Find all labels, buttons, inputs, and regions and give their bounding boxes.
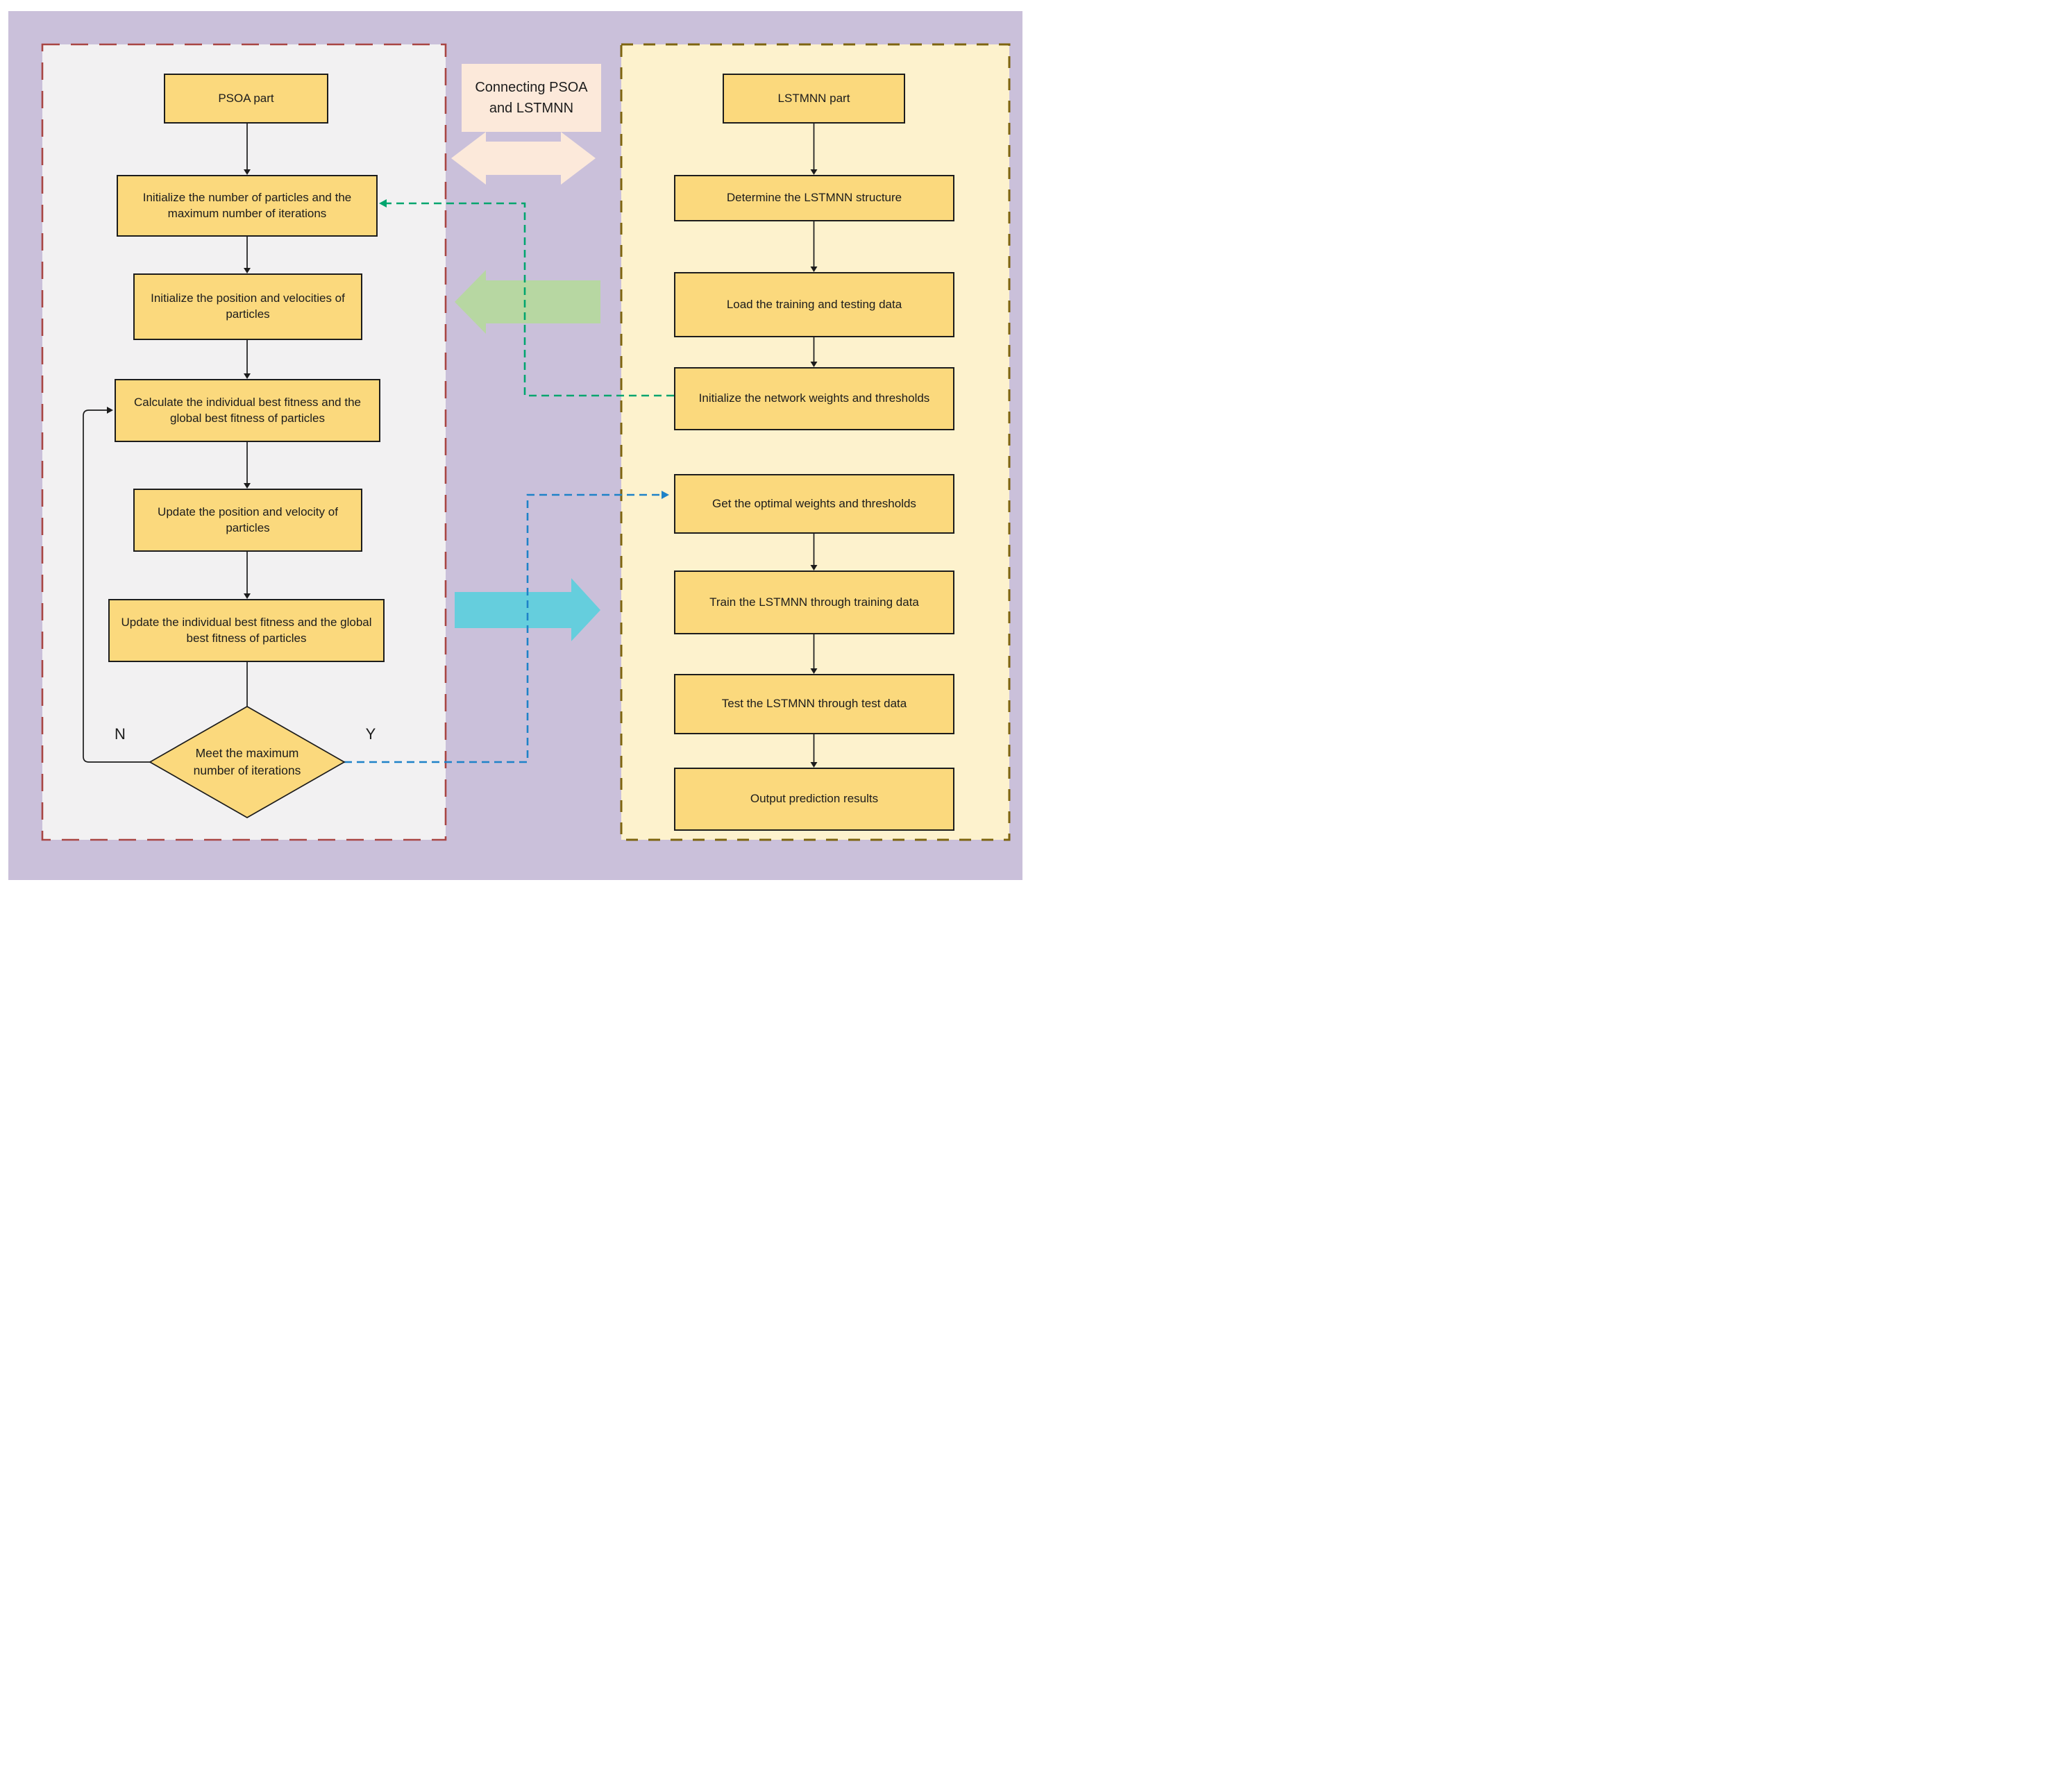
lstmnn-step-output: Output prediction results <box>674 768 954 831</box>
blue-dashed-connector <box>344 491 669 763</box>
psoa-step-update-fitness: Update the individual best fitness and t… <box>108 599 385 662</box>
psoa-part-header: PSOA part <box>164 74 328 124</box>
lstmnn-step-load-data: Load the training and testing data <box>674 272 954 337</box>
psoa-step-init-particles: Initialize the number of particles and t… <box>117 175 378 237</box>
branch-no-label: N <box>115 725 126 743</box>
loop-back-connector <box>83 407 150 763</box>
connector-layer <box>41 43 1011 841</box>
right-arrow-icon <box>455 578 600 641</box>
psoa-step-init-position: Initialize the position and velocities o… <box>133 273 362 340</box>
lstmnn-flow-connectors <box>810 124 818 768</box>
decision-diamond <box>149 706 346 818</box>
lstmnn-part-header: LSTMNN part <box>723 74 905 124</box>
psoa-step-update-position: Update the position and velocity of part… <box>133 489 362 552</box>
double-arrow-icon <box>451 132 596 185</box>
connecting-banner: Connecting PSOA and LSTMNN <box>462 64 601 132</box>
branch-yes-label: Y <box>365 725 376 743</box>
banner-line2: and LSTMNN <box>489 101 574 116</box>
lstmnn-step-get-optimal-weights: Get the optimal weights and thresholds <box>674 474 954 534</box>
decision-label: Meet the maximum number of iterations <box>193 745 301 777</box>
green-dashed-connector <box>379 199 674 397</box>
banner-line1: Connecting PSOA <box>475 80 588 95</box>
psoa-step-calculate-fitness: Calculate the individual best fitness an… <box>115 379 380 442</box>
left-arrow-icon <box>455 270 600 334</box>
lstmnn-step-train: Train the LSTMNN through training data <box>674 570 954 634</box>
lstmnn-step-determine-structure: Determine the LSTMNN structure <box>674 175 954 221</box>
lstmnn-step-test: Test the LSTMNN through test data <box>674 674 954 734</box>
flowchart-figure: Connecting PSOA and LSTMNN PSOA part Ini… <box>0 0 1032 896</box>
lstmnn-step-init-weights: Initialize the network weights and thres… <box>674 367 954 430</box>
